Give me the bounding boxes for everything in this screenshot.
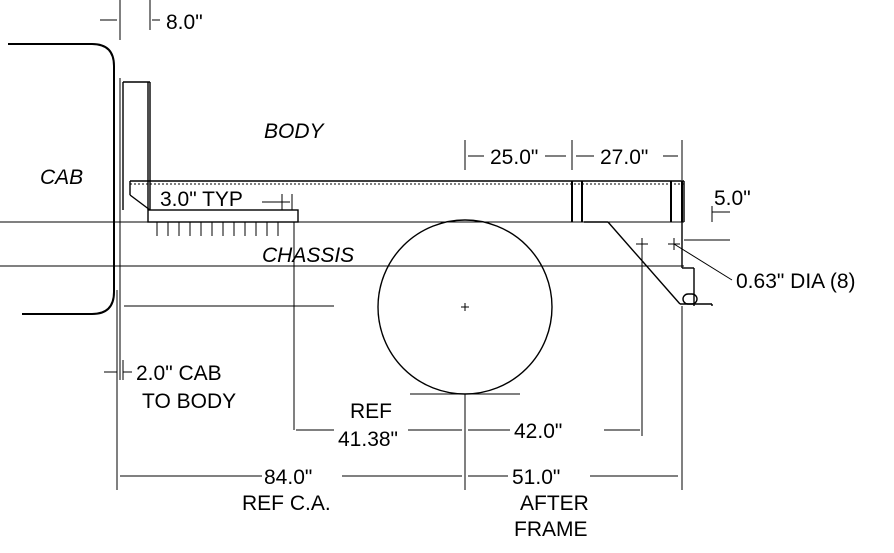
dim-ca-value: 84.0" xyxy=(264,466,312,489)
wheel xyxy=(377,219,553,395)
mounting-rail xyxy=(147,209,299,236)
chassis-frame xyxy=(0,221,730,307)
dim-axle-to-hole: 42.0" xyxy=(514,420,562,443)
dim-af-value: 51.0" xyxy=(512,466,560,489)
dim-cab-to-body-2: TO BODY xyxy=(142,390,236,413)
dim-ca-label: REF C.A. xyxy=(242,492,331,515)
dim-ref-top: REF xyxy=(350,400,392,423)
dim-cab-to-body-1: 2.0" CAB xyxy=(136,362,222,385)
cutout-front xyxy=(571,181,583,222)
dim-af-label-2: FRAME xyxy=(514,518,588,541)
dim-cutout-a: 25.0" xyxy=(490,146,538,169)
dim-hole: 0.63" DIA (8) xyxy=(736,270,856,293)
hole-marks xyxy=(636,238,733,281)
dim-vertical-offset: 5.0" xyxy=(714,187,751,210)
rear-frame-end xyxy=(607,221,713,306)
dim-top-offset: 8.0" xyxy=(166,11,203,34)
body-label: BODY xyxy=(264,120,326,143)
dim-mount-spacing: 3.0" TYP xyxy=(160,188,243,211)
chassis-label: CHASSIS xyxy=(262,244,354,267)
dim-cutout-b: 27.0" xyxy=(600,146,648,169)
dim-ref-value: 41.38" xyxy=(338,428,398,451)
cutout-rear xyxy=(670,181,683,222)
mounting-bolts xyxy=(156,222,279,236)
cab-label: CAB xyxy=(40,166,83,189)
body-front-wall xyxy=(122,0,151,210)
dim-af-label-1: AFTER xyxy=(520,492,589,515)
cab-outline xyxy=(8,43,115,315)
